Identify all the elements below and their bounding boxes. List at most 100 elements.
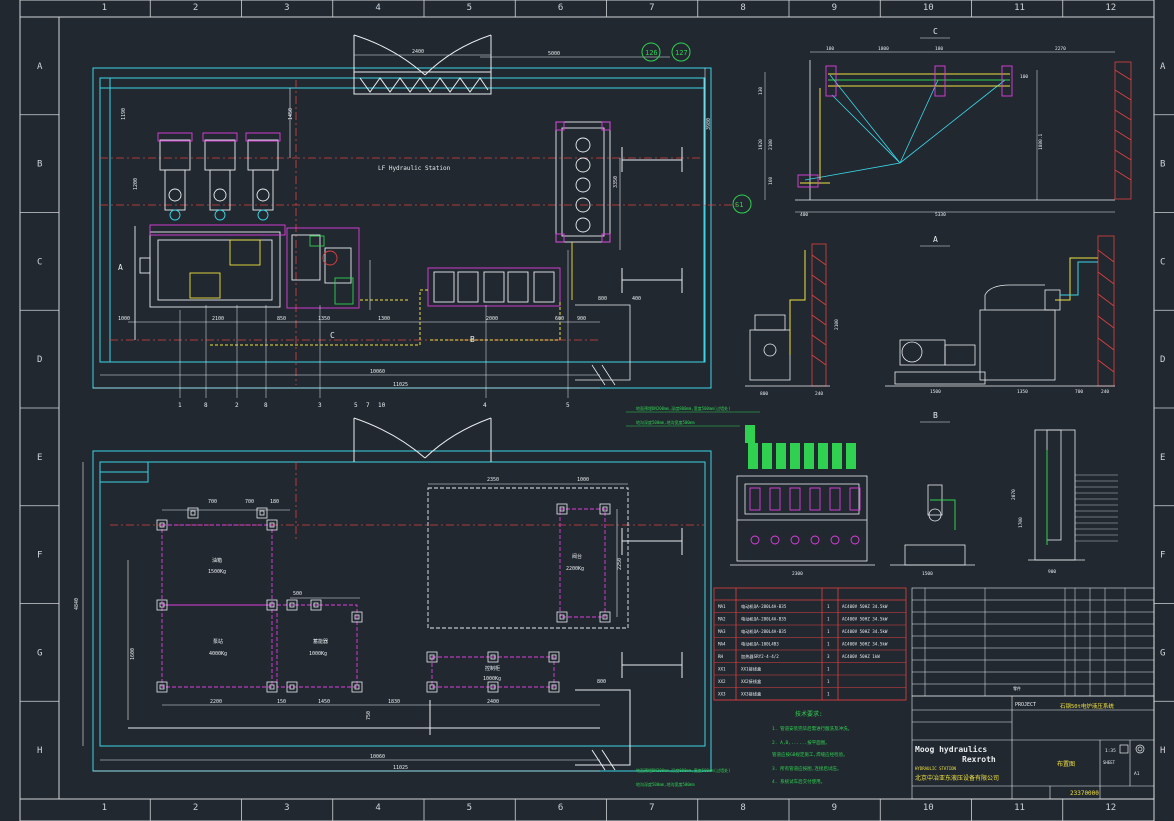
grid-row-F-right: F xyxy=(1160,551,1165,561)
section-mark-s1: S1 xyxy=(735,201,743,209)
leader-label-8: 8 xyxy=(204,402,208,409)
projection-symbol-icon xyxy=(1119,744,1145,754)
dim-1000: 1000 xyxy=(577,477,589,483)
equipment-spec: AC400V 50HZ 34.5kW xyxy=(842,617,888,622)
drawing-title: 布置图 xyxy=(1057,760,1075,768)
dim-c-12: 100 xyxy=(1020,74,1028,80)
equipment-qty: 1 xyxy=(827,642,830,647)
project-name: 石钢50t电炉液压系统 xyxy=(1060,702,1114,710)
valve-tag-label xyxy=(748,443,758,469)
tech-note-1: 1. 管道安装完毕后需进行酸洗及冲洗。 xyxy=(772,725,852,732)
load-name-5: 控制柜 xyxy=(485,665,500,672)
grid-col-7-bottom: 7 xyxy=(649,803,654,813)
parts-list xyxy=(911,587,1155,697)
dim-4840: 4840 xyxy=(74,598,80,610)
equipment-code: RH xyxy=(718,654,724,659)
load-name-1: 油箱 xyxy=(212,557,222,564)
grid-col-12-bottom: 12 xyxy=(1105,803,1116,813)
anchor-pad xyxy=(187,507,199,519)
grid-row-E-right: E xyxy=(1160,453,1165,463)
accumulator-rack xyxy=(555,121,611,300)
anchor-pad xyxy=(548,681,560,693)
accumulator-annotations xyxy=(1075,474,1118,542)
anchor-pad xyxy=(599,503,611,515)
dim-a-5: 700 xyxy=(1075,389,1083,395)
valve-tag-label xyxy=(846,443,856,469)
dim-800: 800 xyxy=(598,296,607,302)
equipment-code: MA1 xyxy=(718,604,726,609)
grid-row-C-right: C xyxy=(1160,257,1165,267)
dim-b-4: 2070 xyxy=(1011,489,1017,500)
grid-col-10-top: 10 xyxy=(923,3,934,13)
dim-11025: 11025 xyxy=(393,382,408,388)
equipment-code: MA2 xyxy=(718,617,726,622)
dim-2200: 2200 xyxy=(210,699,222,705)
company-en-1: Moog hydraulics xyxy=(915,744,987,754)
leader-label-1: 1 xyxy=(178,402,182,409)
dim-c-10: 400 xyxy=(800,212,808,218)
equipment-code: MA3 xyxy=(718,629,726,634)
anchor-pad xyxy=(266,519,278,531)
dim-3350: 3350 xyxy=(613,176,619,188)
load-name-4: 阀台 xyxy=(572,553,582,560)
dim-150: 150 xyxy=(277,699,286,705)
load-weight-1: 1500Kg xyxy=(208,569,226,575)
dim-a-3: 1500 xyxy=(930,389,941,395)
valve-tag-label xyxy=(762,443,772,469)
door-bottom xyxy=(353,417,492,462)
load-name-3: 蓄能器 xyxy=(313,638,328,645)
section-b-view: B 2300 1500 900 2070 1700 xyxy=(730,411,1118,577)
dim-10060: 10060 xyxy=(370,369,385,375)
section-mark-a: A xyxy=(118,263,123,272)
grid-col-5-top: 5 xyxy=(467,3,472,13)
company-en-3: HYDRAULIC STATION xyxy=(915,766,957,771)
dim-3980: 3980 xyxy=(706,118,712,130)
callout-126: 126 xyxy=(645,49,658,57)
equipment-spec: AC400V 50HZ 34.5kW xyxy=(842,629,888,634)
equipment-spec: AC400V 50HZ 1kW xyxy=(842,654,880,659)
dim-1200: 1200 xyxy=(133,178,139,190)
dim-400: 400 xyxy=(632,296,641,302)
grid-row-H-left: H xyxy=(37,746,42,756)
equipment-qty: 1 xyxy=(827,617,830,622)
valve-tag-label xyxy=(776,443,786,469)
note-top-1: 地面预埋DN200mm,深度800mm,宽度500mm(过墙处) xyxy=(636,405,731,411)
dim-1000: 1000 xyxy=(118,316,130,322)
tech-note-5: 4. 系统试车后交付使用。 xyxy=(772,778,825,785)
dim-c-5: 130 xyxy=(758,87,764,95)
grid-col-10-bottom: 10 xyxy=(923,803,934,813)
dim-1600: 1600 xyxy=(130,648,136,660)
valve-stand xyxy=(427,267,561,307)
anchor-pad xyxy=(556,611,568,623)
equipment-qty: 1 xyxy=(827,604,830,609)
tech-note-3: 管道应按GB规定施工,焊缝应经检验。 xyxy=(772,751,848,758)
dim-c-3: 180 xyxy=(935,46,943,52)
valve-labels xyxy=(745,425,856,469)
oil-tank xyxy=(134,224,286,340)
equipment-qty: 1 xyxy=(827,679,830,684)
dim-1450: 1450 xyxy=(318,699,330,705)
grid-col-11-bottom: 11 xyxy=(1014,803,1025,813)
section-mark-b: B xyxy=(470,335,475,344)
grid-col-11-top: 11 xyxy=(1014,3,1025,13)
filter-block xyxy=(286,227,360,309)
dim-b-2: 1500 xyxy=(922,571,933,577)
grid-col-4-bottom: 4 xyxy=(375,803,380,813)
equipment-code: XX3 xyxy=(718,692,726,697)
equipment-code: XX2 xyxy=(718,679,726,684)
anchor-pad xyxy=(266,681,278,693)
leader-label-4: 4 xyxy=(483,402,487,409)
dim-2350: 2350 xyxy=(487,477,499,483)
grid-row-G-left: G xyxy=(37,648,42,658)
anchor-pad xyxy=(351,611,363,623)
section-a-view: A 800 240 1500 xyxy=(745,235,1115,397)
leader-label-7: 7 xyxy=(366,402,370,409)
dim-b-5: 1700 xyxy=(1018,517,1024,528)
section-b-label: B xyxy=(933,411,938,420)
dim-c-8: 2100 xyxy=(768,139,774,150)
callout-127: 127 xyxy=(675,49,688,57)
station-label: LF Hydraulic Station xyxy=(378,165,451,172)
tech-notes-title: 技术要求: xyxy=(795,710,823,718)
